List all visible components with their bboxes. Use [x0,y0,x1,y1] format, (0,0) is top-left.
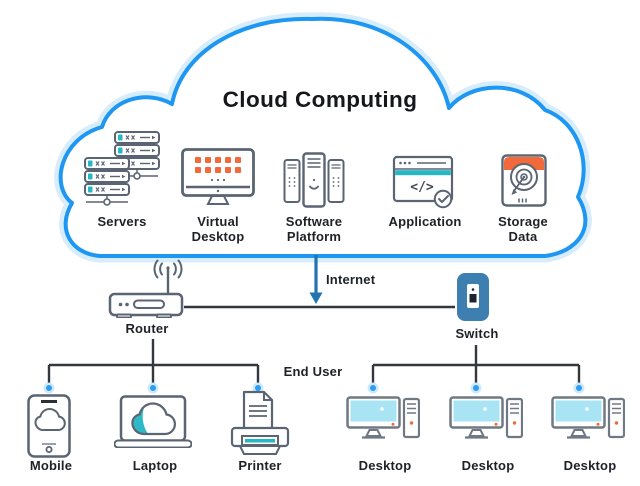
virtual-desktop-label: Virtual Desktop [191,214,245,245]
mobile-label: Mobile [29,458,73,473]
mobile-icon [27,394,71,458]
router-icon [108,256,194,318]
printer-icon [230,388,292,458]
desktop-icon-3 [551,396,625,440]
desktop-3-label: Desktop [563,458,617,473]
desktop-icon-2 [449,396,523,440]
internet-arrow [309,255,323,304]
connection-dots [43,382,585,394]
router-label: Router [125,321,169,336]
storage-data-label: Storage Data [498,214,548,245]
code-glyph: </> [410,180,434,195]
switch-icon [456,272,490,322]
printer-label: Printer [238,458,282,473]
servers-label: Servers [97,214,147,229]
application-icon: </> [392,153,458,211]
laptop-label: Laptop [132,458,178,473]
laptop-icon [114,395,192,448]
end-user-label: End User [283,364,343,379]
switch-label: Switch [455,326,499,341]
desktop-2-label: Desktop [461,458,515,473]
desktop-icon-1 [346,396,420,440]
software-platform-label: Software Platform [285,214,343,245]
application-label: Application [388,214,462,229]
virtual-desktop-icon [181,148,255,208]
desktop-1-label: Desktop [358,458,412,473]
internet-label: Internet [326,272,376,287]
diagram-title: Cloud Computing [222,87,418,112]
servers-icon [84,131,162,209]
network-lines [47,305,581,383]
storage-data-icon [501,154,547,208]
software-platform-icon [283,152,345,208]
